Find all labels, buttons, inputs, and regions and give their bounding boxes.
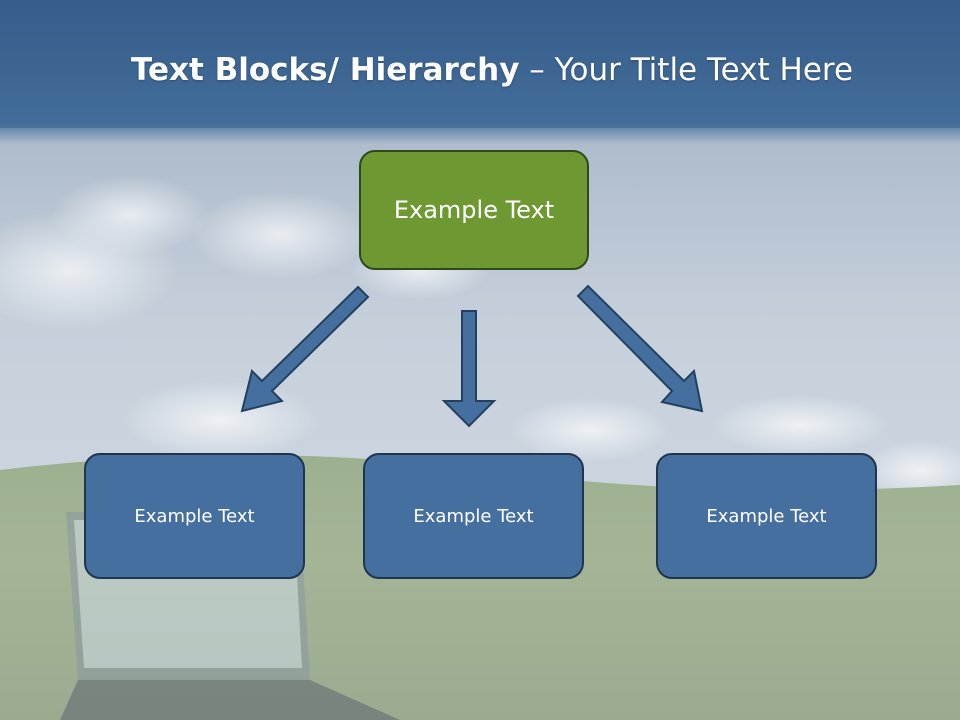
hierarchy-child-label: Example Text: [706, 505, 827, 527]
hierarchy-child-box-1: Example Text: [84, 453, 305, 579]
arrow-center: [441, 310, 497, 428]
hierarchy-child-box-3: Example Text: [656, 453, 877, 579]
hierarchy-child-label: Example Text: [134, 505, 255, 527]
arrow-right: [576, 284, 704, 413]
hierarchy-top-label: Example Text: [393, 196, 555, 224]
arrow-left: [240, 285, 370, 413]
hierarchy-child-label: Example Text: [413, 505, 534, 527]
slide-title: Text Blocks/ Hierarchy – Your Title Text…: [0, 52, 960, 88]
hierarchy-top-box: Example Text: [359, 150, 589, 270]
hierarchy-child-box-2: Example Text: [363, 453, 584, 579]
title-bold-part: Text Blocks/ Hierarchy: [130, 52, 520, 88]
title-rest-part: – Your Title Text Here: [519, 52, 854, 88]
